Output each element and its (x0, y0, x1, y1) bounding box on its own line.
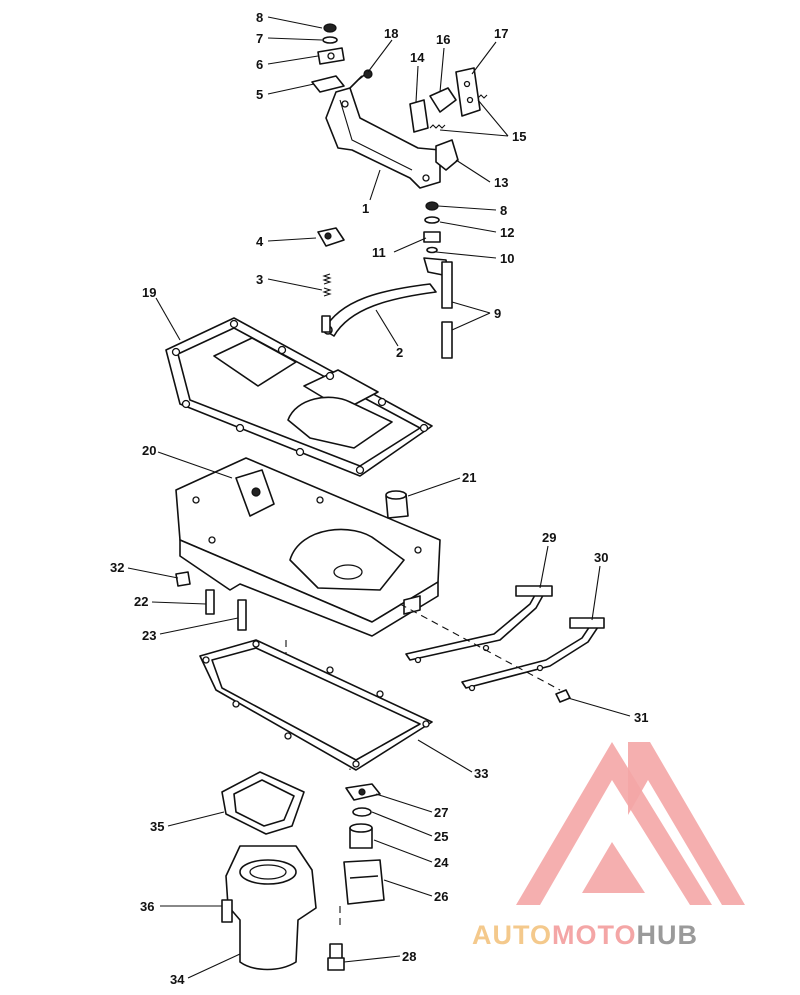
part-plate-17 (455, 67, 481, 117)
callout-35: 35 (150, 819, 164, 834)
callout-1: 1 (362, 201, 369, 216)
part-bracket-14 (409, 99, 429, 133)
watermark-text-auto: AUTO (472, 920, 552, 950)
part-bracket-30 (461, 619, 601, 689)
part-bracket-1 (325, 87, 441, 189)
callout-10: 10 (500, 251, 514, 266)
part-washer-12 (424, 216, 440, 224)
callout-9: 9 (494, 306, 501, 321)
callout-23: 23 (142, 628, 156, 643)
svg-text:AUTOMOTOHUB: AUTOMOTOHUB (472, 920, 698, 950)
part-cap-13 (435, 139, 459, 171)
watermark-text-moto: MOTO (552, 920, 637, 950)
callout-labels: 8 7 6 5 18 14 16 17 15 13 1 8 12 11 10 4… (110, 10, 648, 987)
callout-24: 24 (434, 855, 449, 870)
part-screw-31 (555, 689, 571, 703)
callout-20: 20 (142, 443, 156, 458)
part-clamp-26 (343, 859, 385, 905)
callout-25: 25 (434, 829, 448, 844)
part-nut-8-lower (425, 201, 439, 211)
callout-2: 2 (396, 345, 403, 360)
part-rod-9-upper (441, 261, 453, 309)
part-washer-25 (352, 807, 372, 817)
callout-34: 34 (170, 972, 185, 987)
callout-32: 32 (110, 560, 124, 575)
callout-19: 19 (142, 285, 156, 300)
watermark-m-icon (628, 742, 745, 905)
part-bushing-11 (423, 231, 441, 243)
assembly-line-2 (399, 603, 561, 691)
part-spring-3 (322, 273, 332, 297)
callout-3: 3 (256, 272, 263, 287)
callout-13: 13 (494, 175, 508, 190)
callout-18: 18 (384, 26, 398, 41)
callout-4: 4 (256, 234, 264, 249)
part-stud-22 (205, 589, 215, 615)
callout-33: 33 (474, 766, 488, 781)
leader-lines (127, 16, 631, 979)
callout-36: 36 (140, 899, 154, 914)
callout-31: 31 (634, 710, 648, 725)
callout-6: 6 (256, 57, 263, 72)
watermark-text-hub: HUB (637, 920, 699, 950)
callout-7: 7 (256, 31, 263, 46)
callout-16: 16 (436, 32, 450, 47)
watermark-triangle-icon (516, 742, 712, 905)
part-washer-10 (426, 246, 438, 254)
callout-21: 21 (462, 470, 476, 485)
part-washer-7 (322, 36, 338, 44)
callout-28: 28 (402, 949, 416, 964)
callout-17: 17 (494, 26, 508, 41)
part-plate-5 (311, 75, 345, 93)
callout-5: 5 (256, 87, 263, 102)
callout-22: 22 (134, 594, 148, 609)
parts-layer (165, 23, 605, 971)
callout-12: 12 (500, 225, 514, 240)
callout-27: 27 (434, 805, 448, 820)
part-link-2 (323, 283, 437, 337)
part-stud-23 (237, 599, 247, 631)
callout-8-top: 8 (256, 10, 263, 25)
callout-11: 11 (372, 245, 386, 260)
part-nut-8-top (323, 23, 337, 33)
callout-8-lower: 8 (500, 203, 507, 218)
callout-15: 15 (512, 129, 526, 144)
callout-30: 30 (594, 550, 608, 565)
callout-29: 29 (542, 530, 556, 545)
callout-26: 26 (434, 889, 448, 904)
part-screw-36 (221, 899, 233, 923)
part-bolt-32 (175, 571, 191, 587)
part-lever-16 (429, 87, 457, 113)
callout-14: 14 (410, 50, 425, 65)
part-spring-15a (429, 124, 446, 129)
watermark-logo: AUTOMOTOHUB (472, 742, 745, 950)
part-spring-15b (477, 94, 488, 99)
part-rod-9-lower (441, 321, 453, 359)
